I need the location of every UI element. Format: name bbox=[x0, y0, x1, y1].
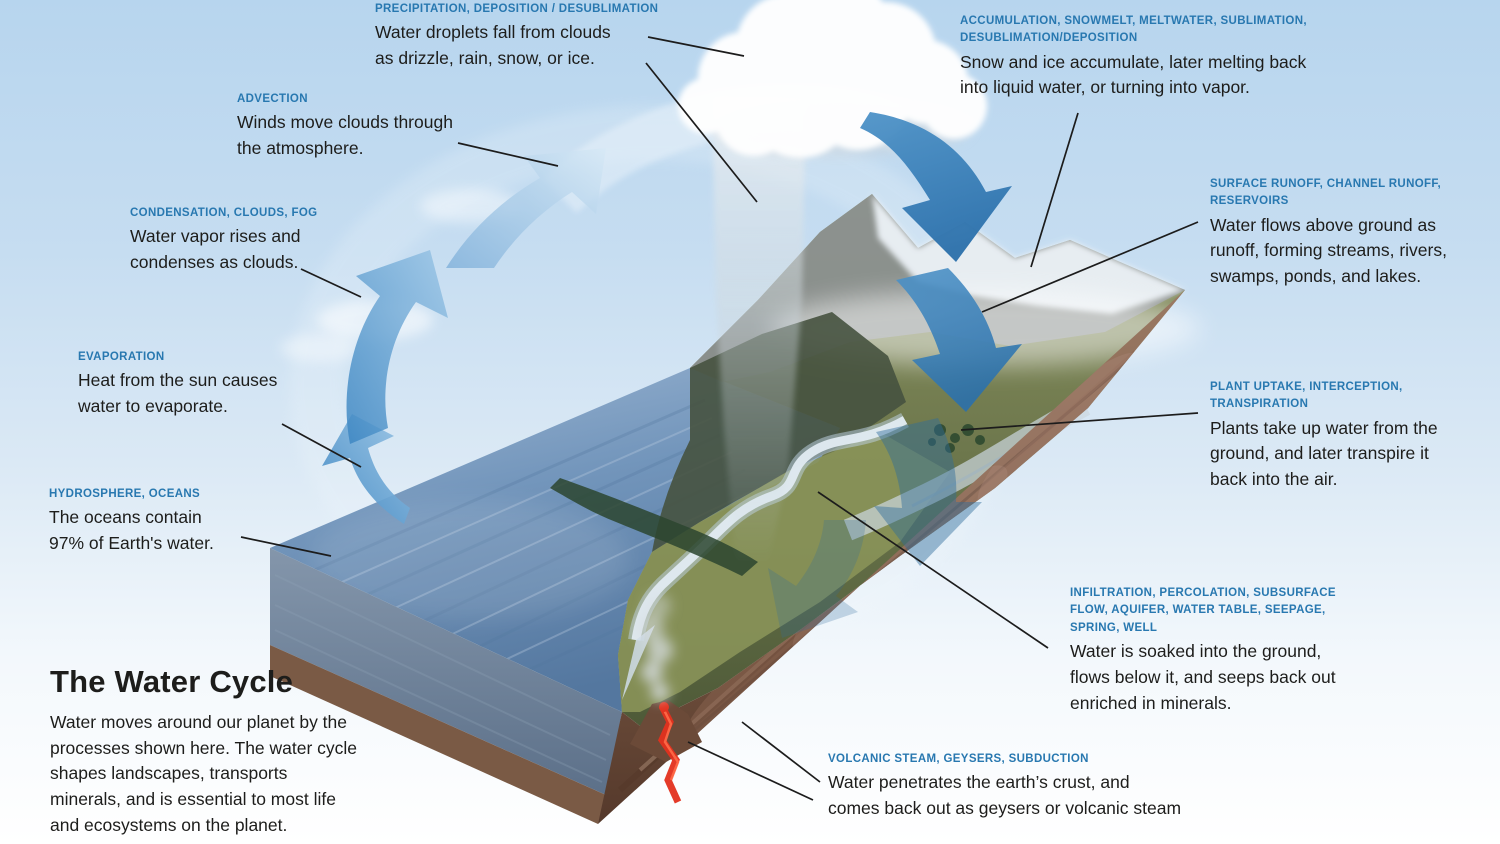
label-volcanic-text: Water penetrates the earth’s crust, and … bbox=[828, 772, 1182, 819]
label-hydrosphere-category: HYDROSPHERE, OCEANS bbox=[49, 488, 201, 500]
label-condensation-text: Water vapor rises and condenses as cloud… bbox=[130, 226, 301, 273]
leader-volcanic-1 bbox=[741, 721, 821, 783]
page-title: The Water Cycle bbox=[50, 664, 294, 699]
intro-paragraph: Water moves around our planet by the pro… bbox=[50, 712, 358, 835]
leader-volcanic-2 bbox=[687, 741, 814, 801]
label-surface-runoff-category: SURFACE RUNOFF, CHANNEL RUNOFF, RESERVOI… bbox=[1210, 178, 1442, 208]
label-accumulation-category: ACCUMULATION, SNOWMELT, MELTWATER, SUBLI… bbox=[960, 15, 1307, 45]
label-advection: ADVECTION Winds move clouds through the … bbox=[237, 91, 487, 162]
label-evaporation: EVAPORATION Heat from the sun causes wat… bbox=[78, 349, 308, 420]
label-surface-runoff-text: Water flows above ground as runoff, form… bbox=[1210, 214, 1447, 287]
leader-accumulation bbox=[1030, 112, 1079, 268]
label-hydrosphere-text: The oceans contain 97% of Earth's water. bbox=[49, 507, 214, 554]
evaporation-arrows bbox=[322, 148, 606, 524]
volcanic-steam bbox=[636, 593, 673, 701]
leader-evaporation bbox=[281, 423, 362, 468]
label-accumulation-text: Snow and ice accumulate, later melting b… bbox=[960, 51, 1307, 98]
leader-surface-runoff bbox=[981, 221, 1199, 313]
label-hydrosphere: HYDROSPHERE, OCEANS The oceans contain 9… bbox=[49, 486, 249, 557]
label-accumulation: ACCUMULATION, SNOWMELT, MELTWATER, SUBLI… bbox=[960, 13, 1340, 101]
title-block: The Water Cycle Water moves around our p… bbox=[50, 664, 370, 839]
label-plant-uptake-text: Plants take up water from the ground, an… bbox=[1210, 417, 1438, 490]
leader-advection bbox=[457, 142, 559, 167]
terrain-block bbox=[270, 194, 1200, 824]
ocean-cross-section bbox=[270, 548, 622, 824]
leader-hydrosphere bbox=[240, 536, 332, 557]
label-condensation-category: CONDENSATION, CLOUDS, FOG bbox=[130, 207, 318, 219]
label-precipitation-text: Water droplets fall from clouds as drizz… bbox=[375, 22, 611, 69]
precipitation-arrows bbox=[768, 112, 1022, 638]
label-plant-uptake: PLANT UPTAKE, INTERCEPTION, TRANSPIRATIO… bbox=[1210, 379, 1460, 493]
label-volcanic-category: VOLCANIC STEAM, GEYSERS, SUBDUCTION bbox=[828, 753, 1089, 765]
label-infiltration: INFILTRATION, PERCOLATION, SUBSURFACE FL… bbox=[1070, 585, 1360, 716]
cloud bbox=[678, 0, 987, 158]
label-infiltration-category: INFILTRATION, PERCOLATION, SUBSURFACE FL… bbox=[1070, 587, 1336, 634]
label-advection-category: ADVECTION bbox=[237, 93, 308, 105]
land-surface bbox=[550, 194, 1200, 726]
leader-plant-uptake bbox=[960, 412, 1199, 431]
label-surface-runoff: SURFACE RUNOFF, CHANNEL RUNOFF, RESERVOI… bbox=[1210, 176, 1475, 290]
label-evaporation-category: EVAPORATION bbox=[78, 351, 165, 363]
rain-shaft bbox=[712, 96, 806, 565]
label-volcanic: VOLCANIC STEAM, GEYSERS, SUBDUCTION Wate… bbox=[828, 751, 1208, 822]
volcano-vent bbox=[630, 700, 702, 804]
label-evaporation-text: Heat from the sun causes water to evapor… bbox=[78, 370, 278, 417]
label-infiltration-text: Water is soaked into the ground, flows b… bbox=[1070, 640, 1336, 713]
coastal-forest bbox=[550, 478, 758, 576]
leader-infiltration bbox=[817, 491, 1049, 649]
label-condensation: CONDENSATION, CLOUDS, FOG Water vapor ri… bbox=[130, 205, 350, 276]
leader-precipitation-cloud bbox=[647, 36, 745, 57]
label-advection-text: Winds move clouds through the atmosphere… bbox=[237, 112, 453, 159]
tree-cluster bbox=[928, 424, 985, 453]
label-plant-uptake-category: PLANT UPTAKE, INTERCEPTION, TRANSPIRATIO… bbox=[1210, 381, 1403, 411]
label-precipitation: PRECIPITATION, DEPOSITION / DESUBLIMATIO… bbox=[375, 1, 675, 72]
label-precipitation-category: PRECIPITATION, DEPOSITION / DESUBLIMATIO… bbox=[375, 3, 659, 15]
leader-condensation bbox=[300, 268, 362, 298]
leader-precipitation-rain bbox=[645, 62, 758, 203]
valley-floor bbox=[618, 432, 950, 712]
